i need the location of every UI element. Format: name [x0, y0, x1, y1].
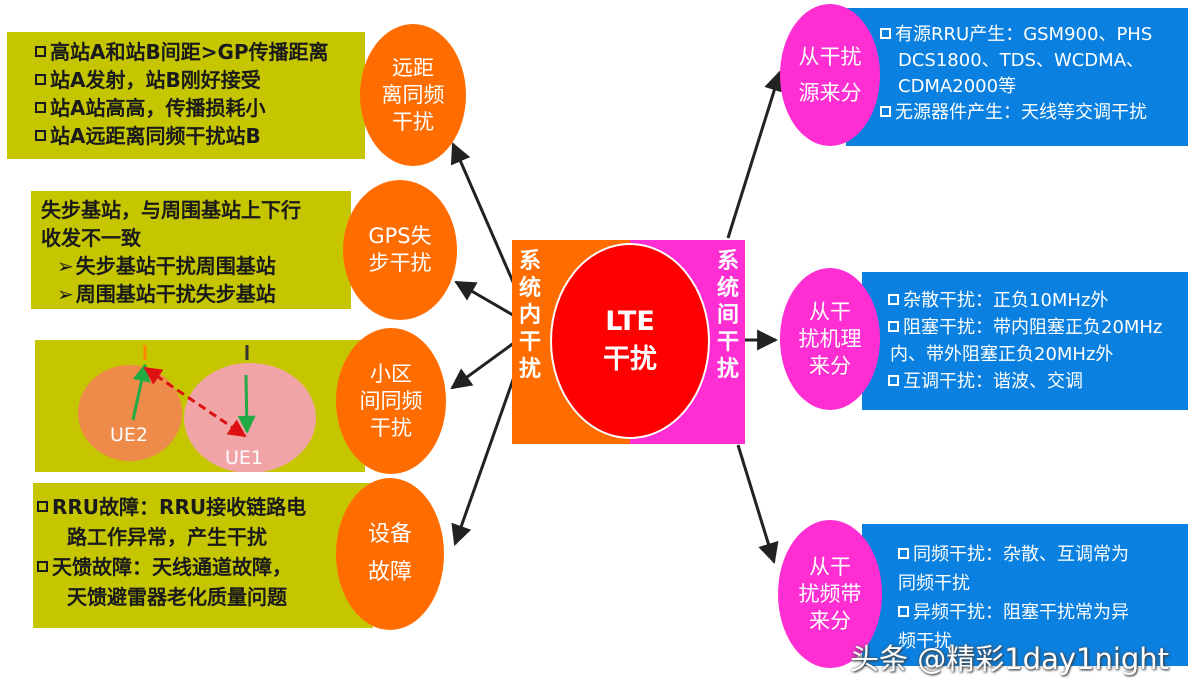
band-box: 同频干扰：杂散、互调常为 同频干扰 异频干扰：阻塞干扰常为异 频干扰 — [862, 524, 1188, 666]
arrow-to-gps — [454, 280, 519, 320]
checkbox-icon — [888, 320, 899, 332]
gps-box: 失步基站，与周围基站上下行 收发不一致 ➢失步基站干扰周围基站 ➢周围基站干扰失… — [31, 191, 351, 309]
arrow-to-long-distance — [450, 142, 522, 299]
checkbox-icon — [888, 293, 899, 305]
lte-center-oval: LTE 干扰 — [550, 243, 710, 439]
arrow-to-source — [726, 69, 785, 239]
cell-ue2 — [78, 365, 182, 461]
checkbox-icon — [35, 102, 46, 113]
arrow-to-cell — [450, 338, 519, 390]
checkbox-icon — [35, 74, 46, 85]
device-fault-oval: 设备 故障 — [336, 478, 444, 630]
gps-oval: GPS失 步干扰 — [343, 180, 457, 320]
long-distance-oval: 远距 离同频 干扰 — [360, 24, 466, 166]
arrow-to-device — [451, 359, 522, 546]
checkbox-icon — [898, 547, 909, 559]
triangle-bullet-icon: ➢ — [57, 282, 74, 306]
long-distance-box: 高站A和站B间距>GP传播距离 站A发射，站B刚好接受 站A站高高，传播损耗小 … — [7, 32, 365, 159]
uplink-arrow — [237, 374, 256, 434]
checkbox-icon — [37, 501, 48, 512]
triangle-bullet-icon: ➢ — [57, 254, 74, 278]
arrow-to-band — [736, 444, 779, 565]
checkbox-icon — [898, 605, 909, 617]
mechanism-box: 杂散干扰：正负10MHz外 阻塞干扰：带内阻塞正负20MHz 内、带外阻塞正负2… — [862, 272, 1188, 410]
device-fault-box: RRU故障：RRU接收链路电 路工作异常，产生干扰 天馈故障：天线通道故障， 天… — [33, 483, 373, 628]
checkbox-icon — [35, 46, 46, 57]
checkbox-icon — [37, 561, 48, 572]
uplink-arrow — [131, 363, 151, 421]
source-box: 有源RRU产生：GSM900、PHS DCS1800、TDS、WCDMA、 CD… — [846, 8, 1188, 146]
lte-title: LTE — [605, 306, 655, 337]
checkbox-icon — [888, 374, 899, 386]
ue1-label: UE1 — [225, 447, 263, 469]
checkbox-icon — [35, 130, 46, 141]
interference-title: 干扰 — [603, 344, 657, 375]
band-oval: 从干 扰频带 来分 — [778, 520, 882, 668]
watermark: 头条 @精彩1day1night — [850, 642, 1170, 676]
system-internal-label: 系统内干扰 — [518, 249, 541, 382]
cell-interference-oval: 小区 间同频 干扰 — [336, 328, 446, 474]
mechanism-oval: 从干 扰机理 来分 — [780, 268, 880, 410]
ue2-label: UE2 — [110, 424, 148, 446]
source-oval: 从干扰 源来分 — [780, 4, 880, 146]
checkbox-icon — [880, 105, 891, 117]
checkbox-icon — [880, 27, 891, 39]
interference-arrow — [143, 366, 247, 438]
ue-diagram — [78, 345, 316, 472]
system-external-label: 系统间干扰 — [716, 249, 739, 382]
